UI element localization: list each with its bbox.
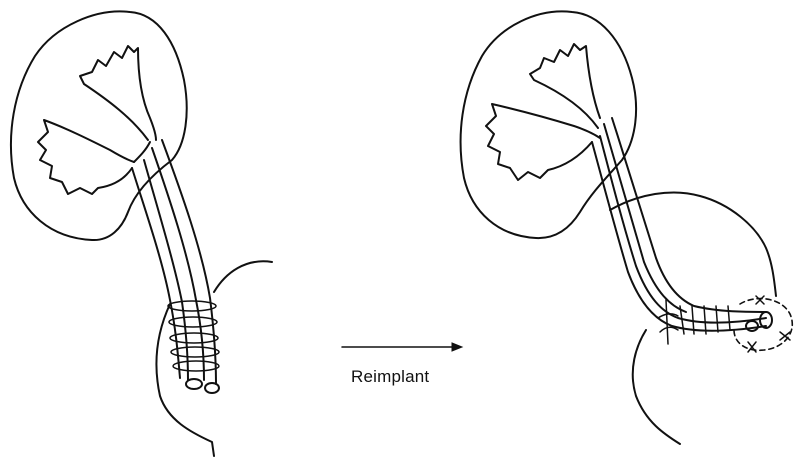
kidney-outline-before xyxy=(11,11,187,240)
kidney-after xyxy=(461,11,793,444)
ureter-tip-b-after xyxy=(746,321,758,331)
reimplant-caption: Reimplant xyxy=(351,367,429,387)
upper-calyx-before xyxy=(80,46,156,140)
kidney-before xyxy=(11,11,272,456)
ureter-tip-a-before xyxy=(186,379,202,389)
pelvis-junction-before xyxy=(134,142,150,162)
ureter-tip-b-before xyxy=(205,383,219,393)
bladder-outline-before xyxy=(156,261,272,456)
lower-calyx-before xyxy=(38,120,134,194)
ureter-inner-a-after xyxy=(600,136,766,323)
reimplant-site xyxy=(734,296,792,352)
lower-calyx-after xyxy=(486,104,600,180)
ureter-outer-right-after xyxy=(612,118,766,312)
reimplant-arrow xyxy=(342,343,462,351)
